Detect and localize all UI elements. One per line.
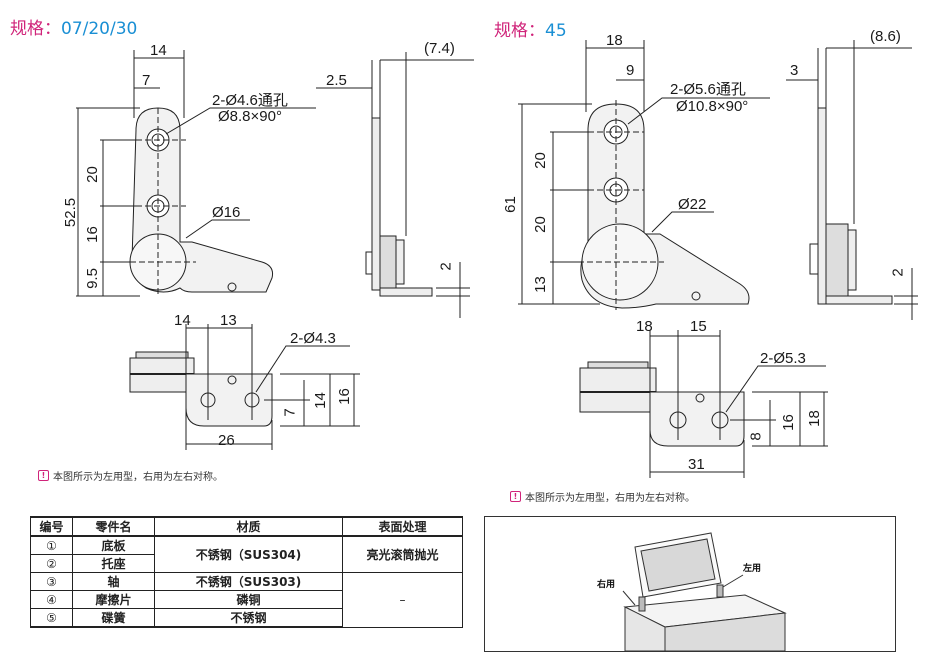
dim-right-bhole: 2-Ø5.3 — [760, 350, 806, 367]
header-material: 材质 — [154, 516, 343, 537]
part-name: 摩擦片 — [72, 590, 155, 609]
part-no: ① — [30, 535, 73, 555]
dim-right-d22: Ø22 — [678, 196, 707, 213]
part-surface: 亮光滚筒抛光 — [342, 535, 463, 573]
left-side-view — [316, 52, 474, 318]
header-name: 零件名 — [72, 516, 155, 537]
table-row: ④ 摩擦片 磷铜 — [30, 590, 463, 609]
dim-right-20a: 20 — [531, 152, 549, 169]
note-text: 本图所示为左用型，右用为左右对称。 — [53, 472, 223, 483]
dim-right-b15: 15 — [690, 318, 707, 335]
part-no: ② — [30, 554, 73, 573]
dim-left-b26: 26 — [218, 432, 235, 449]
warning-icon: ! — [510, 491, 521, 502]
dim-right-hole: 2-Ø5.6通孔 — [670, 81, 746, 98]
dim-left-bhole: 2-Ø4.3 — [290, 330, 336, 347]
dim-left-20: 20 — [83, 166, 101, 183]
dim-right-9: 9 — [626, 62, 635, 79]
dim-left-t2: 2 — [437, 262, 455, 271]
part-no: ⑤ — [30, 608, 73, 628]
warning-icon: ! — [38, 470, 49, 481]
dim-right-t2: 2 — [889, 268, 907, 277]
part-no: ③ — [30, 572, 73, 591]
dim-left-7-4: (7.4) — [424, 40, 455, 57]
spec-value: 45 — [545, 21, 567, 41]
dim-right-b16v: 16 — [779, 414, 797, 431]
dim-right-b18: 18 — [636, 318, 653, 335]
dim-left-7: 7 — [142, 72, 151, 89]
part-material: 不锈钢（SUS303) — [154, 572, 343, 591]
dim-left-b13: 13 — [220, 312, 237, 329]
header-surface: 表面处理 — [342, 516, 463, 537]
part-name: 托座 — [72, 554, 155, 573]
label-left-use: 左用 — [743, 564, 762, 574]
spec-label: 规格： — [10, 19, 61, 39]
parts-table: 编号 零件名 材质 表面处理 ① 底板 不锈钢（SUS304) 亮光滚筒抛光 ②… — [30, 516, 463, 628]
dim-right-20b: 20 — [531, 216, 549, 233]
part-name: 碟簧 — [72, 608, 155, 628]
dim-left-52-5: 52.5 — [62, 197, 80, 228]
table-row: ① 底板 不锈钢（SUS304) 亮光滚筒抛光 — [30, 535, 463, 573]
dim-left-b14v: 14 — [311, 392, 329, 409]
dim-left-hole: 2-Ø4.6通孔 — [212, 92, 288, 109]
note-right: ! 本图所示为左用型，右用为左右对称。 — [510, 489, 695, 504]
dim-right-3: 3 — [790, 62, 799, 79]
label-right-use: 右用 — [597, 580, 616, 590]
dim-left-b14: 14 — [174, 312, 191, 329]
spec-title-right: 规格：45 — [494, 16, 567, 41]
usage-illustration — [622, 532, 787, 651]
dim-right-cs: Ø10.8×90° — [676, 98, 749, 115]
dim-right-b31: 31 — [688, 456, 705, 473]
right-side-view — [786, 40, 918, 320]
left-front-view — [76, 50, 316, 297]
dim-left-b7: 7 — [281, 408, 299, 417]
dim-left-14: 14 — [150, 42, 167, 59]
dim-left-b16v: 16 — [335, 388, 353, 405]
dim-right-61: 61 — [501, 196, 519, 213]
note-text: 本图所示为左用型，右用为左右对称。 — [525, 493, 695, 504]
part-name: 底板 — [72, 535, 155, 555]
part-name: 轴 — [72, 572, 155, 591]
dim-right-18: 18 — [606, 32, 623, 49]
right-front-view — [518, 40, 770, 310]
dim-left-cs: Ø8.8×90° — [218, 108, 282, 125]
spec-title-left: 规格：07/20/30 — [10, 14, 137, 39]
spec-value: 07/20/30 — [61, 19, 138, 39]
dim-left-16: 16 — [83, 226, 101, 243]
dim-right-13: 13 — [531, 276, 549, 293]
part-surface: – — [342, 572, 463, 628]
dim-left-2-5: 2.5 — [326, 72, 347, 89]
dim-right-8-6: (8.6) — [870, 28, 901, 45]
header-no: 编号 — [30, 516, 73, 537]
dim-left-d16: Ø16 — [212, 204, 241, 221]
left-bottom-view — [129, 324, 360, 450]
table-row: ③ 轴 不锈钢（SUS303) – — [30, 572, 463, 628]
spec-label: 规格： — [494, 21, 545, 41]
note-left: ! 本图所示为左用型，右用为左右对称。 — [38, 468, 223, 483]
right-bottom-view — [579, 330, 828, 478]
table-row: ⑤ 碟簧 不锈钢 — [30, 608, 463, 628]
part-material: 不锈钢 — [154, 608, 343, 628]
dim-right-b18v: 18 — [805, 410, 823, 427]
usage-scene: 右用 左用 — [484, 516, 896, 652]
dim-left-9-5: 9.5 — [83, 268, 101, 289]
part-no: ④ — [30, 590, 73, 609]
part-material: 磷铜 — [154, 590, 343, 609]
part-material: 不锈钢（SUS304) — [154, 535, 343, 573]
dim-right-b8: 8 — [747, 432, 765, 441]
table-header-row: 编号 零件名 材质 表面处理 — [30, 516, 463, 537]
